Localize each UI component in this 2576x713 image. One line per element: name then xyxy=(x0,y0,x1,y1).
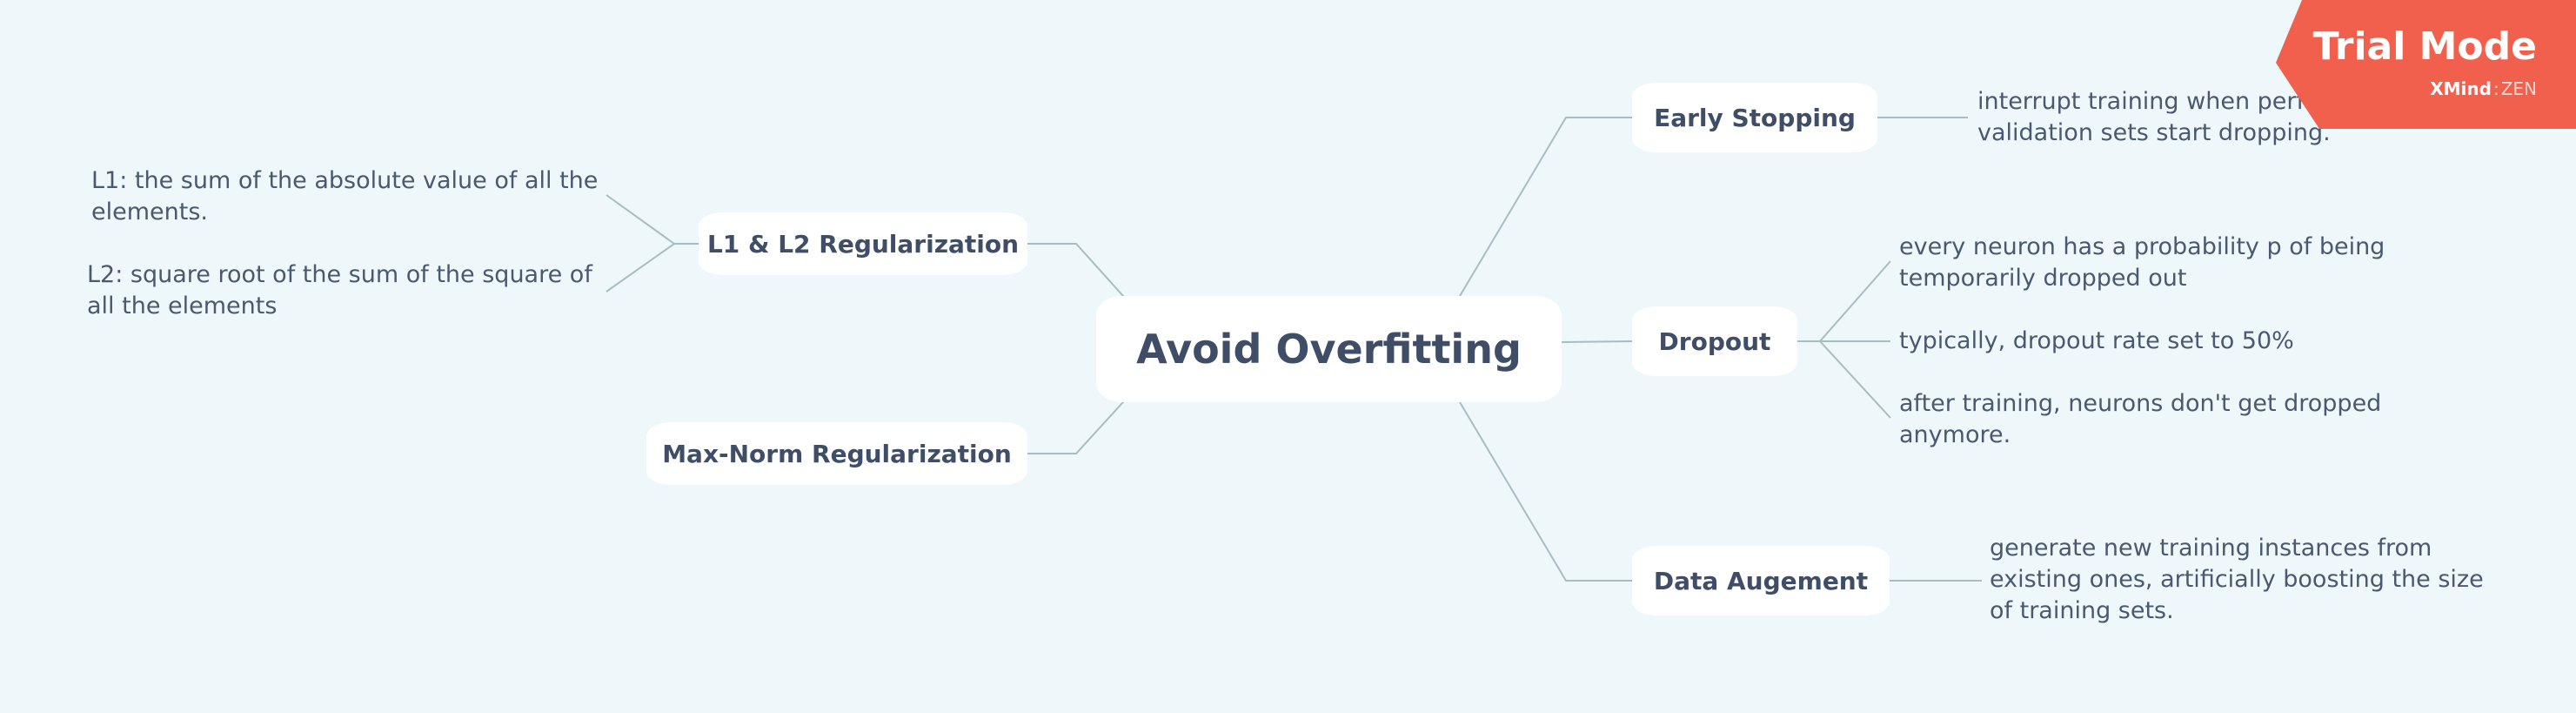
connector-central-to-early-stopping xyxy=(1459,117,1632,297)
connector-central-to-max-norm xyxy=(1027,393,1132,454)
connector-central-to-data-augement xyxy=(1459,401,1632,582)
topic-max-norm-regularization[interactable]: Max-Norm Regularization xyxy=(646,422,1027,485)
connector-dropout-to-after-training xyxy=(1819,340,1891,419)
connector-l1-l2-to-l1 xyxy=(606,194,675,245)
topic-data-augement[interactable]: Data Augement xyxy=(1632,546,1890,615)
detail-dropout-rate: typically, dropout rate set to 50% xyxy=(1899,327,2294,354)
connector-l1-l2-to-l2 xyxy=(606,243,675,293)
trial-mode-title: Trial Mode xyxy=(2312,24,2537,69)
brand-edition: ZEN xyxy=(2500,78,2537,99)
central-topic[interactable]: Avoid Overfitting xyxy=(1096,296,1562,402)
connector-central-to-l1-l2 xyxy=(1027,243,1132,306)
detail-data-augement: generate new training instances from exi… xyxy=(1990,535,2484,624)
trial-mode-watermark: Trial Mode XMind:ZEN xyxy=(2276,0,2576,129)
topic-dropout[interactable]: Dropout xyxy=(1632,306,1797,376)
detail-dropout-probability: every neuron has a probability p of bein… xyxy=(1899,233,2385,292)
connector-dropout-to-probability xyxy=(1819,260,1891,342)
xmind-zen-logo: XMind:ZEN xyxy=(2430,78,2537,99)
topic-early-stopping[interactable]: Early Stopping xyxy=(1632,83,1877,152)
detail-l2-definition: L2: square root of the sum of the square… xyxy=(87,261,592,320)
connector-central-to-dropout xyxy=(1561,340,1633,343)
detail-l1-definition: L1: the sum of the absolute value of all… xyxy=(91,167,599,225)
brand-name: XMind xyxy=(2430,78,2492,99)
topic-l1-l2-regularization[interactable]: L1 & L2 Regularization xyxy=(699,212,1027,275)
detail-dropout-after-training: after training, neurons don't get droppe… xyxy=(1899,390,2382,448)
brand-separator: : xyxy=(2492,78,2499,99)
